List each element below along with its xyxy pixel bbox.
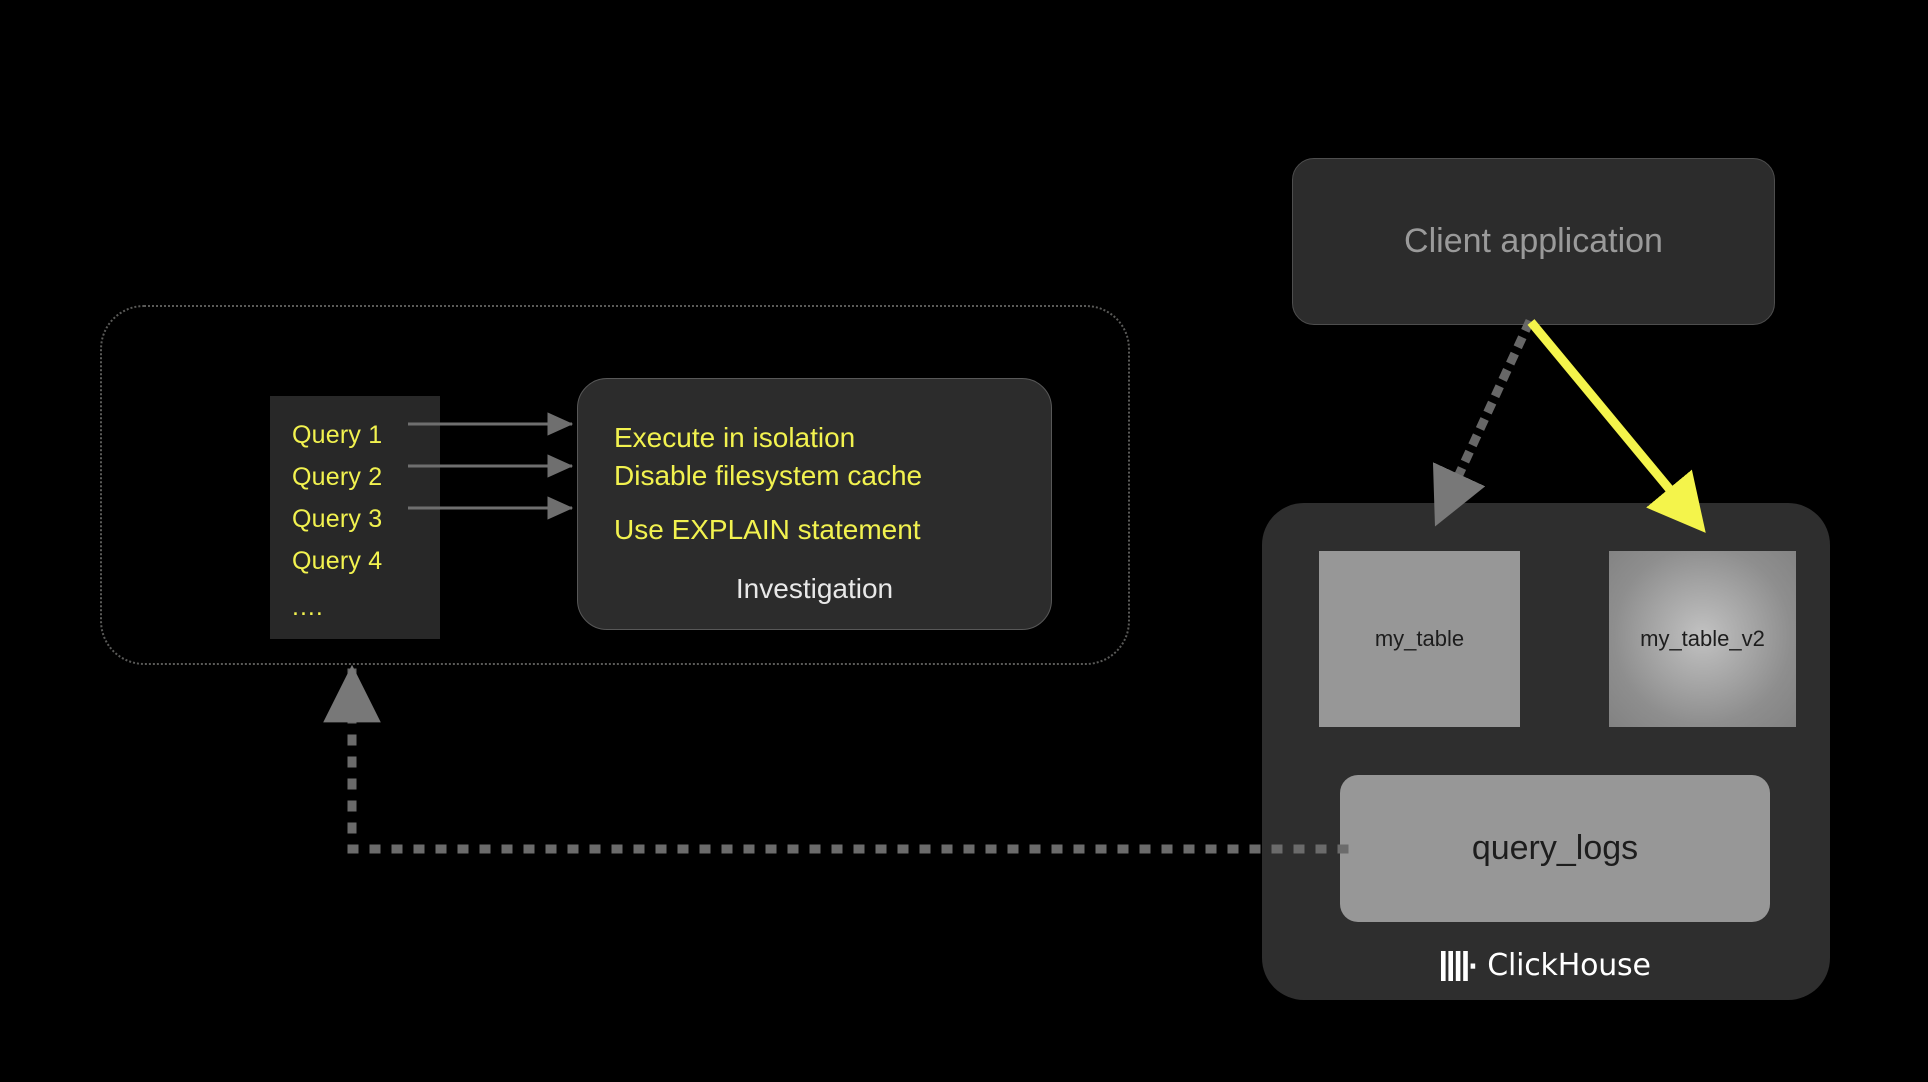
investigation-box: Execute in isolation Disable filesystem … [577, 378, 1052, 630]
investigation-step-1: Execute in isolation [614, 422, 856, 453]
clickhouse-brand: ClickHouse [1262, 948, 1830, 983]
query-item-4: Query 4 [292, 547, 383, 575]
arrow-client-to-my-table [1432, 319, 1534, 527]
client-application-label: Client application [1404, 222, 1663, 260]
investigation-container [100, 305, 1130, 665]
arrow-client-to-my-table-v2 [1527, 319, 1706, 533]
clickhouse-brand-name: ClickHouse [1487, 948, 1651, 983]
table-my-table-v2-label: my_table_v2 [1640, 626, 1765, 651]
table-my-table-v2: my_table_v2 [1609, 551, 1796, 727]
table-my-table-label: my_table [1374, 626, 1465, 651]
table-query-logs: query_logs [1340, 775, 1770, 922]
investigation-step-3: Use EXPLAIN statement [614, 514, 921, 545]
table-my-table: my_table [1319, 551, 1520, 727]
clickhouse-logo-icon [1441, 950, 1476, 981]
client-application-box: Client application [1292, 158, 1775, 325]
query-item-1: Query 1 [292, 421, 383, 449]
clickhouse-panel: my_table my_table_v2 query_logs ClickHou… [1262, 503, 1830, 1000]
investigation-step-2: Disable filesystem cache [614, 460, 923, 491]
investigation-steps: Execute in isolation Disable filesystem … [614, 419, 1034, 549]
table-query-logs-label: query_logs [1471, 829, 1639, 867]
arrow-query-logs-to-query-panel [323, 664, 1349, 854]
query-list-panel: Query 1 Query 2 Query 3 Query 4 .... [270, 396, 440, 639]
query-item-2: Query 2 [292, 463, 383, 491]
query-item-ellipsis: .... [292, 593, 324, 621]
query-item-3: Query 3 [292, 505, 383, 533]
investigation-caption: Investigation [735, 573, 894, 604]
